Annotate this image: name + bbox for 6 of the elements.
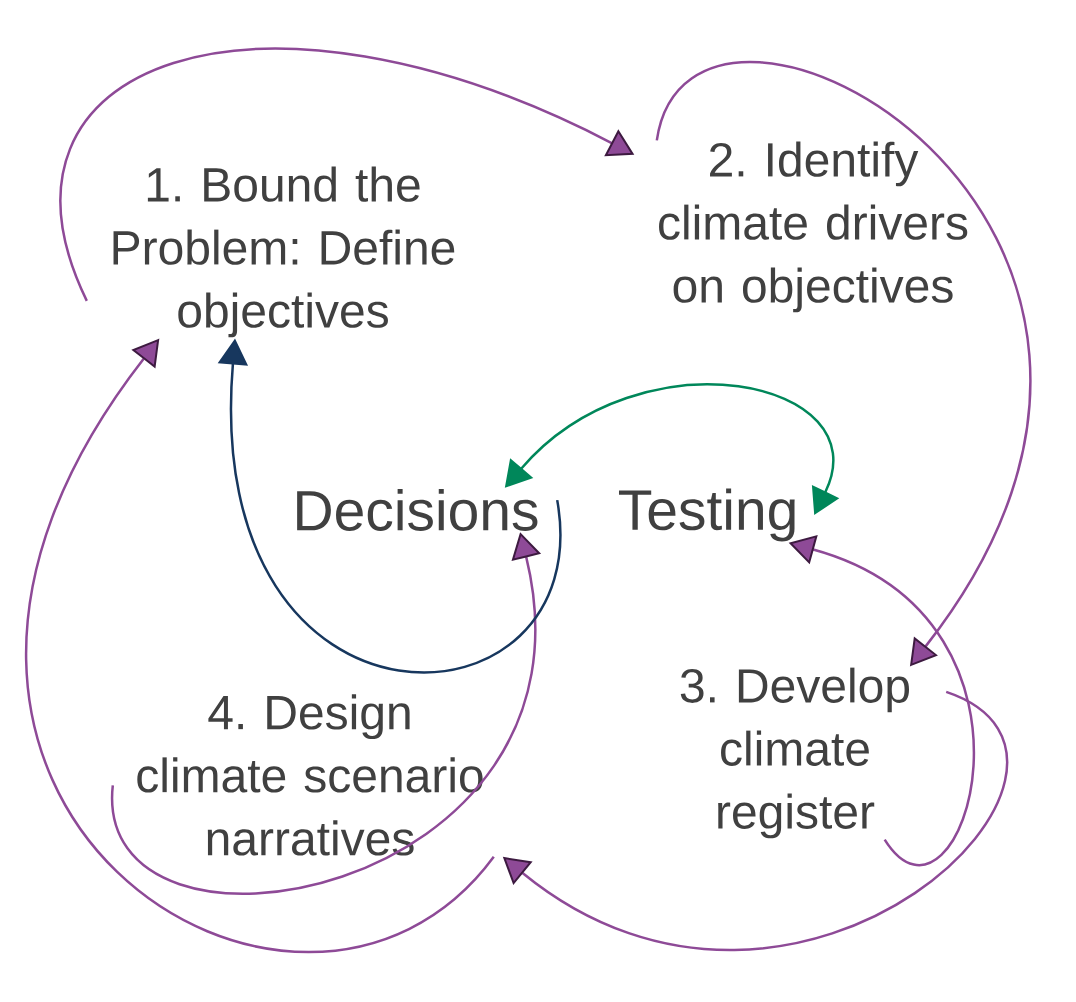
center-label: Decisions xyxy=(297,489,538,531)
center-label: Testing xyxy=(619,488,795,542)
step-label: 4. Design climate scenario narratives xyxy=(137,694,483,856)
step-label: 1. Bound the Problem: Define objectives xyxy=(113,166,455,338)
step-label: 3. Develop climate register xyxy=(680,667,909,839)
step-label: 2. Identify climate drivers on objectives xyxy=(659,141,968,313)
